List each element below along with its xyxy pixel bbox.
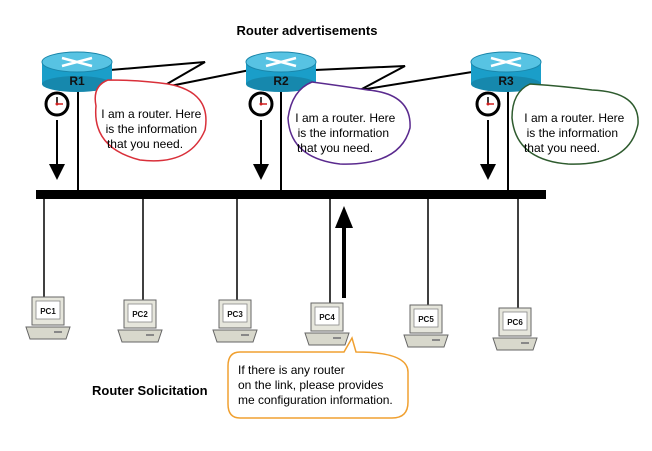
diagram-title: Router advertisements — [237, 23, 378, 38]
router-r1-bubble-line-1: I am a router. Here — [101, 107, 201, 121]
pc1-label: PC1 — [40, 307, 56, 316]
router-r2-bubble-line-1: I am a router. Here — [295, 111, 395, 125]
router-r2[interactable]: R2 — [245, 51, 317, 92]
svg-text:I am a router. Here is t: I am a router. Here is the information t… — [295, 111, 398, 155]
ethernet-bus — [36, 190, 546, 199]
router-r1-label: R1 — [69, 74, 85, 88]
pc-pc6[interactable]: PC6 — [492, 307, 538, 351]
router-r1[interactable]: R1 — [41, 51, 113, 92]
wan-link-r1-r2 — [109, 61, 251, 89]
router-r3-bubble-line-2: is the information — [527, 126, 618, 140]
pc3-label: PC3 — [227, 310, 243, 319]
router-r3-bubble-line-3: that you need. — [524, 141, 600, 155]
solicitation-line-3: me configuration information. — [238, 393, 393, 407]
pc-pc5[interactable]: PC5 — [403, 304, 449, 348]
router-r2-speech-bubble: I am a router. Here is the information t… — [287, 81, 411, 165]
pc5-label: PC5 — [418, 315, 434, 324]
pc-pc2[interactable]: PC2 — [117, 299, 163, 343]
svg-text:If there is any router o: If there is any router on the link, plea… — [238, 363, 393, 407]
router-r2-bubble-line-3: that you need. — [297, 141, 373, 155]
clock-icon — [44, 91, 70, 117]
solicitation-line-1: If there is any router — [238, 363, 345, 377]
pc4-label: PC4 — [319, 313, 335, 322]
solicitation-speech-bubble: If there is any router on the link, plea… — [227, 336, 409, 419]
router-r3-bubble-line-1: I am a router. Here — [524, 111, 624, 125]
router-r1-bubble-line-2: is the information — [106, 122, 197, 136]
router-r1-bubble-line-3: that you need. — [107, 137, 183, 151]
clock-icon — [248, 91, 274, 117]
router-r3[interactable]: R3 — [470, 51, 542, 92]
pc2-label: PC2 — [132, 310, 148, 319]
pc6-label: PC6 — [507, 318, 523, 327]
wan-link-r2-r3 — [314, 65, 473, 91]
router-r2-bubble-line-2: is the information — [298, 126, 389, 140]
pc-pc4[interactable]: PC4 — [304, 302, 350, 346]
pc-pc3[interactable]: PC3 — [212, 299, 258, 343]
rs-arrowhead — [335, 206, 353, 228]
svg-text:I am a router. Here is t: I am a router. Here is the information t… — [524, 111, 628, 155]
solicitation-line-2: on the link, please provides — [238, 378, 383, 392]
router-r1-speech-bubble: I am a router. Here is the information t… — [94, 79, 207, 162]
clock-icon — [475, 91, 501, 117]
svg-text:I am a router. Here is t: I am a router. Here is the information t… — [101, 107, 204, 151]
pc-pc1[interactable]: PC1 — [25, 296, 71, 340]
router-r3-label: R3 — [498, 74, 514, 88]
router-solicitation-label: Router Solicitation — [92, 383, 208, 398]
router-r2-label: R2 — [273, 74, 289, 88]
router-r3-speech-bubble: I am a router. Here is the information t… — [511, 83, 639, 165]
